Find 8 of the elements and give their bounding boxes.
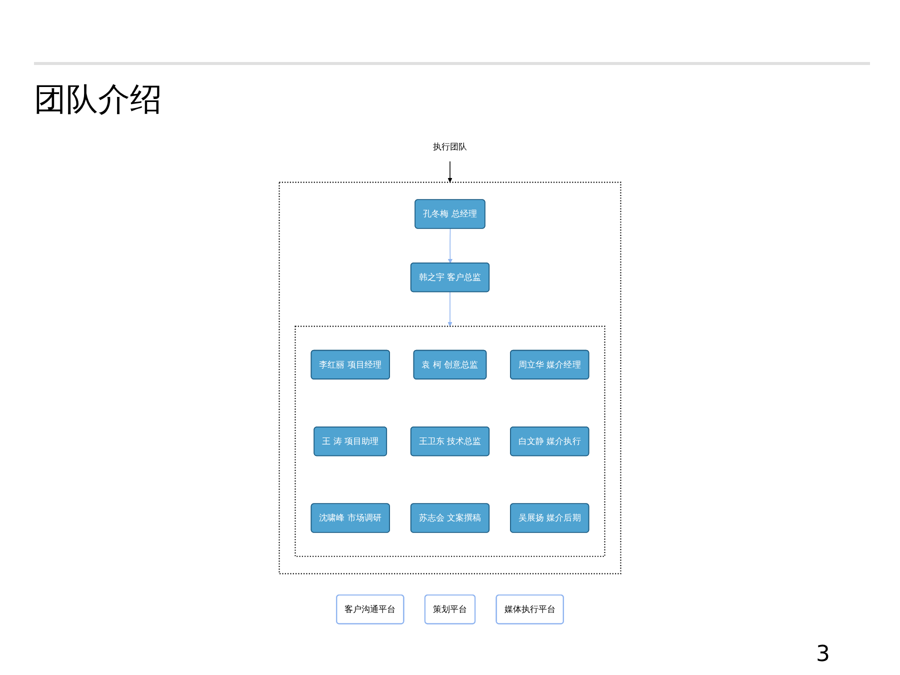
page-number: 3	[816, 642, 830, 667]
arrow	[448, 228, 453, 264]
slide-title: 团队介绍	[34, 79, 162, 120]
node-text: 执行团队	[432, 141, 468, 152]
arrow	[448, 160, 452, 183]
cluster	[278, 182, 622, 574]
arrow	[448, 291, 452, 327]
cluster	[294, 326, 606, 557]
